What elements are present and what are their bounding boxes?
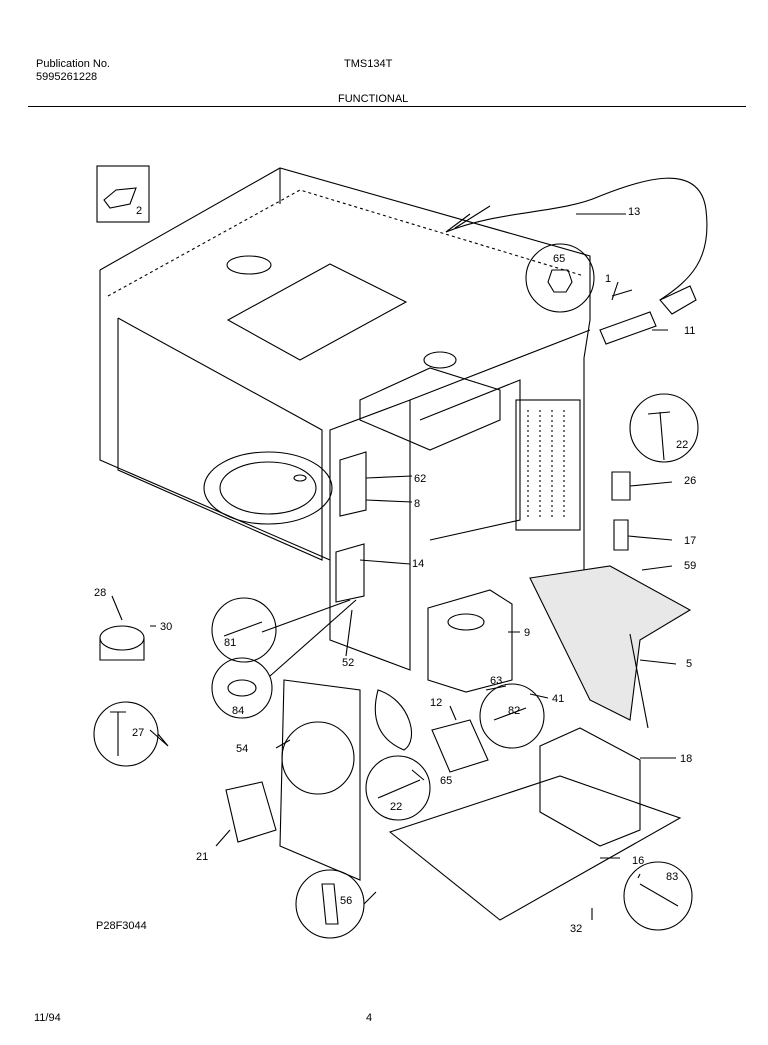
lamp-26 <box>611 471 631 501</box>
callout-circle-65-nut <box>525 243 595 313</box>
callout-81: 81 <box>224 637 236 649</box>
control-bracket <box>329 399 411 671</box>
thermal-cutout-body <box>99 638 145 661</box>
switch-14 <box>335 543 365 603</box>
callout-9: 9 <box>524 627 530 639</box>
screw-22-icon <box>647 411 671 461</box>
top-vent-panel <box>226 263 408 361</box>
callout-12: 12 <box>430 697 442 709</box>
grommet-84-icon <box>227 679 257 697</box>
callout-circle-82 <box>479 683 545 749</box>
leader-lines <box>111 213 677 920</box>
callout-14: 14 <box>412 558 424 570</box>
callout-84: 84 <box>232 705 244 717</box>
power-cord-13 <box>445 177 708 301</box>
fuse-1 <box>611 289 633 297</box>
cord-leads <box>445 205 491 233</box>
callout-1: 1 <box>605 273 611 285</box>
duct-5 <box>629 633 649 729</box>
callout-circle-56 <box>295 869 365 939</box>
turntable-ring-outer <box>203 451 333 525</box>
screw-82-icon <box>493 707 527 721</box>
model-number: TMS134T <box>344 58 393 70</box>
page-number: 4 <box>366 1012 373 1024</box>
base-plate <box>388 775 682 921</box>
part-2-inset-box <box>96 165 150 223</box>
fan-duct-54 <box>279 679 361 881</box>
fan-shroud <box>281 721 355 795</box>
callout-52: 52 <box>342 657 354 669</box>
cord-plug <box>659 285 697 315</box>
part-2-shape <box>103 187 137 209</box>
callout-21: 21 <box>196 851 208 863</box>
transformer-18 <box>539 727 641 847</box>
callout-32: 32 <box>570 923 582 935</box>
fan-motor-21 <box>225 781 277 843</box>
vent-grille <box>515 399 581 531</box>
callout-22a: 22 <box>676 439 688 451</box>
foot-56-icon <box>321 883 339 925</box>
publication-label: Publication No. <box>36 58 110 70</box>
callout-11: 11 <box>684 325 695 337</box>
capacitor-12 <box>431 719 489 773</box>
screw-83-icon <box>639 883 679 907</box>
callout-circle-22-screw <box>629 393 699 463</box>
screw-81-icon <box>223 621 263 637</box>
cavity-opening <box>117 317 323 561</box>
footer-date: 11/94 <box>34 1012 61 1024</box>
callout-2: 2 <box>136 205 142 217</box>
callout-83: 83 <box>666 871 678 883</box>
callout-16: 16 <box>632 855 644 867</box>
callout-circle-22b <box>365 755 431 821</box>
callout-65a: 65 <box>553 253 565 265</box>
cabinet-outline <box>99 167 591 570</box>
rear-panel <box>409 329 591 541</box>
callout-54: 54 <box>236 743 248 755</box>
publication-number: 5995261228 <box>36 71 98 83</box>
callout-27: 27 <box>132 727 144 739</box>
nut-icon <box>547 269 573 293</box>
callout-65b: 65 <box>440 775 452 787</box>
callout-5: 5 <box>686 658 692 670</box>
callout-17: 17 <box>684 535 696 547</box>
screw-27-icon <box>110 711 126 756</box>
callout-62: 62 <box>414 473 426 485</box>
callout-28: 28 <box>94 587 106 599</box>
callout-18: 18 <box>680 753 692 765</box>
waveguide-box <box>359 367 501 451</box>
thermal-cutout-30 <box>99 625 145 651</box>
callout-circle-81 <box>211 597 277 663</box>
vent-slots <box>527 410 565 520</box>
lamp-socket-17 <box>613 519 629 551</box>
switch-62 <box>339 451 367 517</box>
callout-59: 59 <box>684 560 696 572</box>
callout-26: 26 <box>684 475 696 487</box>
section-title: FUNCTIONAL <box>338 93 409 105</box>
callout-13: 13 <box>628 206 640 218</box>
callout-30: 30 <box>160 621 172 633</box>
air-guide-59 <box>529 565 692 721</box>
callout-8: 8 <box>414 498 420 510</box>
callout-41: 41 <box>552 693 564 705</box>
magnetron-9 <box>427 589 513 693</box>
waveguide-boss <box>423 351 457 369</box>
screw-22b-icon <box>377 779 421 799</box>
fan-blade-65 <box>374 689 413 751</box>
turntable-ring-inner <box>219 461 317 515</box>
callout-56: 56 <box>340 895 352 907</box>
turntable-hub <box>293 474 307 482</box>
fuse-holder-11 <box>599 311 657 345</box>
callout-22b: 22 <box>390 801 402 813</box>
callout-circle-84 <box>211 657 273 719</box>
magnetron-antenna <box>447 613 485 631</box>
header-rule <box>28 106 746 107</box>
top-hole <box>226 255 272 275</box>
cabinet-inner-edge <box>107 189 585 297</box>
figure-code: P28F3044 <box>96 920 147 932</box>
callout-82: 82 <box>508 705 520 717</box>
callout-circle-83 <box>623 861 693 931</box>
callout-63: 63 <box>490 675 502 687</box>
